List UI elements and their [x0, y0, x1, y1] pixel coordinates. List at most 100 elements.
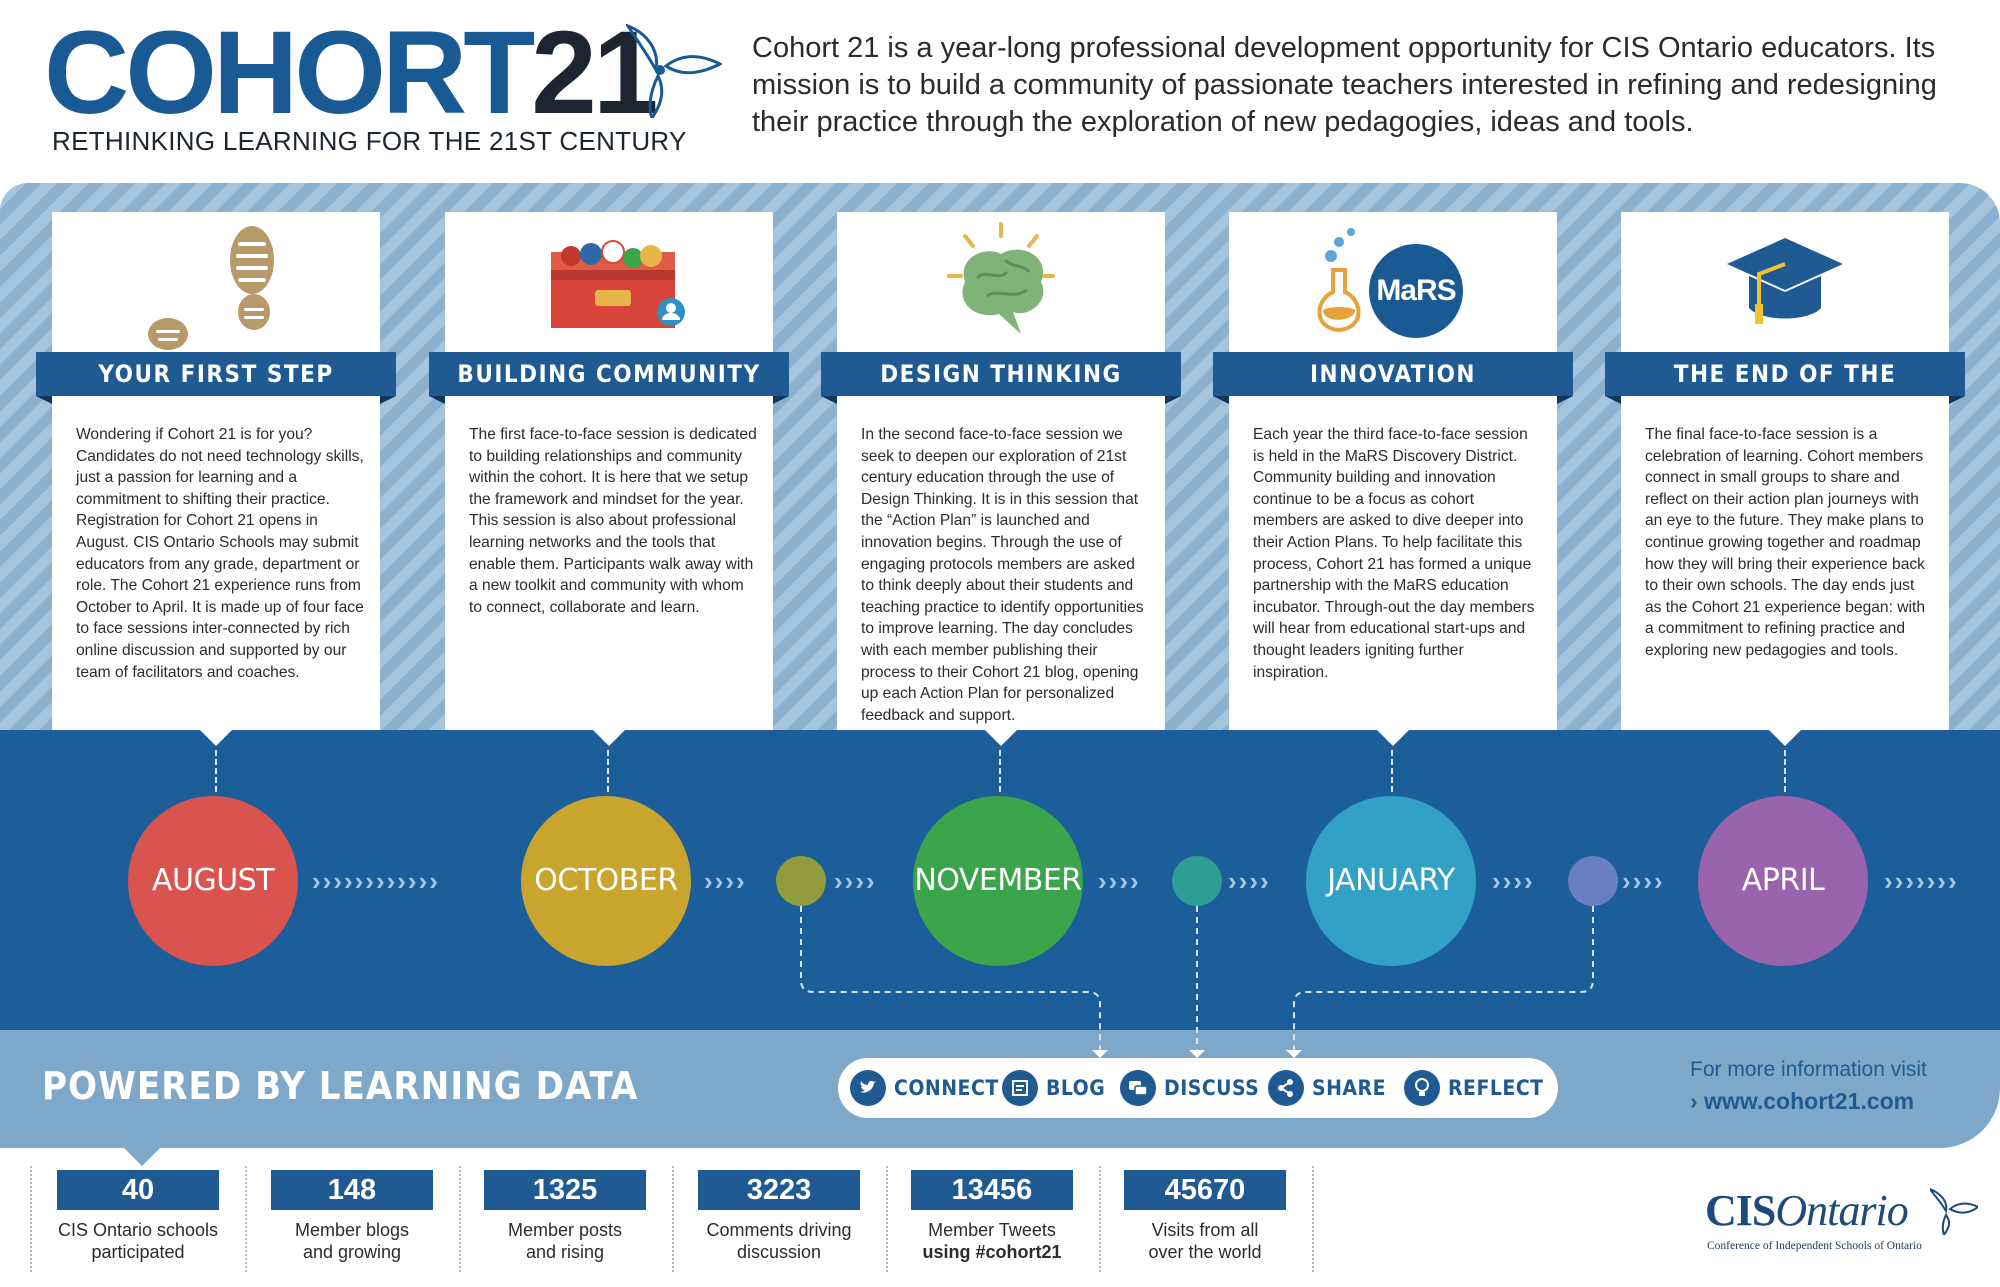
action-label: BLOG [1046, 1076, 1106, 1100]
share-icon [1268, 1070, 1304, 1106]
connect-button[interactable]: CONNECT [850, 1070, 999, 1106]
stage-description: The first face-to-face session is dedica… [469, 426, 757, 616]
share-button[interactable]: SHARE [1268, 1070, 1386, 1106]
mars-badge: MaRS [1369, 244, 1463, 338]
lightbulb-icon [1404, 1070, 1440, 1106]
trillium-logo-icon [626, 23, 722, 118]
card-pointer [1769, 730, 1801, 746]
stat-divider [886, 1166, 888, 1272]
brain-icon [837, 212, 1165, 352]
month-october: OCTOBER [521, 796, 691, 966]
timeline-chevrons: ›››› [834, 866, 877, 896]
stage-card-first-step: YOUR FIRST STEP Wondering if Cohort 21 i… [36, 212, 396, 746]
stage-card-design-thinking: DESIGN THINKING In the second face-to-fa… [821, 212, 1181, 746]
powered-title: POWERED BY LEARNING DATA [42, 1064, 639, 1108]
timeline-chevrons: ›››› [1098, 866, 1141, 896]
month-august: AUGUST [128, 796, 298, 966]
card-pointer [200, 730, 232, 746]
blog-button[interactable]: BLOG [1002, 1070, 1105, 1106]
twitter-icon [850, 1070, 886, 1106]
cis-ontario-logo: CISOntario Conference of Independent Sch… [1705, 1185, 1980, 1255]
intro-text: Cohort 21 is a year-long professional de… [752, 32, 1937, 138]
cis-wordmark: CISOntario [1705, 1186, 1909, 1235]
timeline-chevrons: ›››› [1492, 866, 1535, 896]
timeline-chevrons: ›››››››››››› [312, 866, 440, 896]
stat-divider [459, 1166, 461, 1272]
stat-value: 3223 [698, 1170, 860, 1210]
timeline-chevrons: ›››› [1228, 866, 1271, 896]
tagline: RETHINKING LEARNING FOR THE 21ST CENTURY [52, 126, 687, 156]
card-pointer [1377, 730, 1409, 746]
timeline-chevrons: ›››› [704, 866, 747, 896]
more-info-text: For more information visit [1690, 1058, 1927, 1081]
stage-title: DESIGN THINKING [821, 352, 1181, 404]
stage-title: YOUR FIRST STEP [36, 352, 396, 404]
connector-dash [1391, 750, 1393, 792]
website-link[interactable]: › www.cohort21.com [1690, 1088, 1915, 1114]
logo-word: COHORT [44, 7, 535, 139]
connector-dash [999, 750, 1001, 792]
milestone-dot [776, 856, 826, 906]
stat-divider [672, 1166, 674, 1272]
stat-value: 45670 [1124, 1170, 1286, 1210]
actions-bar: CONNECT BLOG DISCUSS SHARE REFLECT [838, 1058, 1558, 1118]
reflect-button[interactable]: REFLECT [1404, 1070, 1544, 1106]
stat-value: 148 [271, 1170, 433, 1210]
discuss-button[interactable]: DISCUSS [1120, 1070, 1259, 1106]
toolbox-icon [445, 212, 773, 352]
footprints-icon [52, 212, 380, 352]
stage-card-end-of-beginning: THE END OF THE BEGINNING The final face-… [1605, 212, 1965, 746]
month-november: NOVEMBER [913, 796, 1083, 966]
chat-icon [1120, 1070, 1156, 1106]
month-label: NOVEMBER [914, 863, 1082, 898]
timeline-chevrons: ››››››› [1884, 866, 1959, 896]
connector-dash [607, 750, 609, 792]
month-label: OCTOBER [534, 863, 678, 898]
logo-wordmark: COHORT21 [44, 14, 659, 132]
stat-divider [1312, 1166, 1314, 1272]
card-pointer [593, 730, 625, 746]
stage-description: Each year the third face-to-face session… [1253, 426, 1535, 681]
stat-value: 1325 [484, 1170, 646, 1210]
month-label: AUGUST [151, 863, 275, 898]
timeline-chevrons: ›››› [1622, 866, 1665, 896]
connector-dash [215, 750, 217, 792]
action-label: REFLECT [1448, 1076, 1544, 1100]
stat-value: 40 [57, 1170, 219, 1210]
flask-icon [1317, 228, 1361, 333]
stage-description: The final face-to-face session is a cele… [1645, 426, 1926, 659]
milestone-dot [1172, 856, 1222, 906]
stage-title: BUILDING COMMUNITY [429, 352, 789, 404]
month-january: JANUARY [1306, 796, 1476, 966]
cis-subtitle: Conference of Independent Schools of Ont… [1707, 1240, 1922, 1252]
stage-card-innovation: MaRS INNOVATION Each year the third face… [1213, 212, 1573, 746]
month-label: APRIL [1741, 863, 1825, 898]
stage-card-building-community: BUILDING COMMUNITY The first face-to-fac… [429, 212, 789, 746]
connector-dash [1784, 750, 1786, 792]
action-label: SHARE [1312, 1076, 1387, 1100]
stat-divider [245, 1166, 247, 1272]
milestone-dot [1568, 856, 1618, 906]
stage-title: THE END OF THE BEGINNING [1605, 352, 1965, 432]
blog-icon [1002, 1070, 1038, 1106]
card-pointer [985, 730, 1017, 746]
action-label: CONNECT [894, 1076, 999, 1100]
stage-description: Wondering if Cohort 21 is for you? Candi… [76, 426, 364, 681]
month-label: JANUARY [1327, 863, 1455, 898]
cohort21-logo: COHORT21 RETHINKING LEARNING FOR THE 21S… [44, 14, 724, 156]
graduation-cap-icon [1621, 212, 1949, 352]
action-label: DISCUSS [1164, 1076, 1260, 1100]
